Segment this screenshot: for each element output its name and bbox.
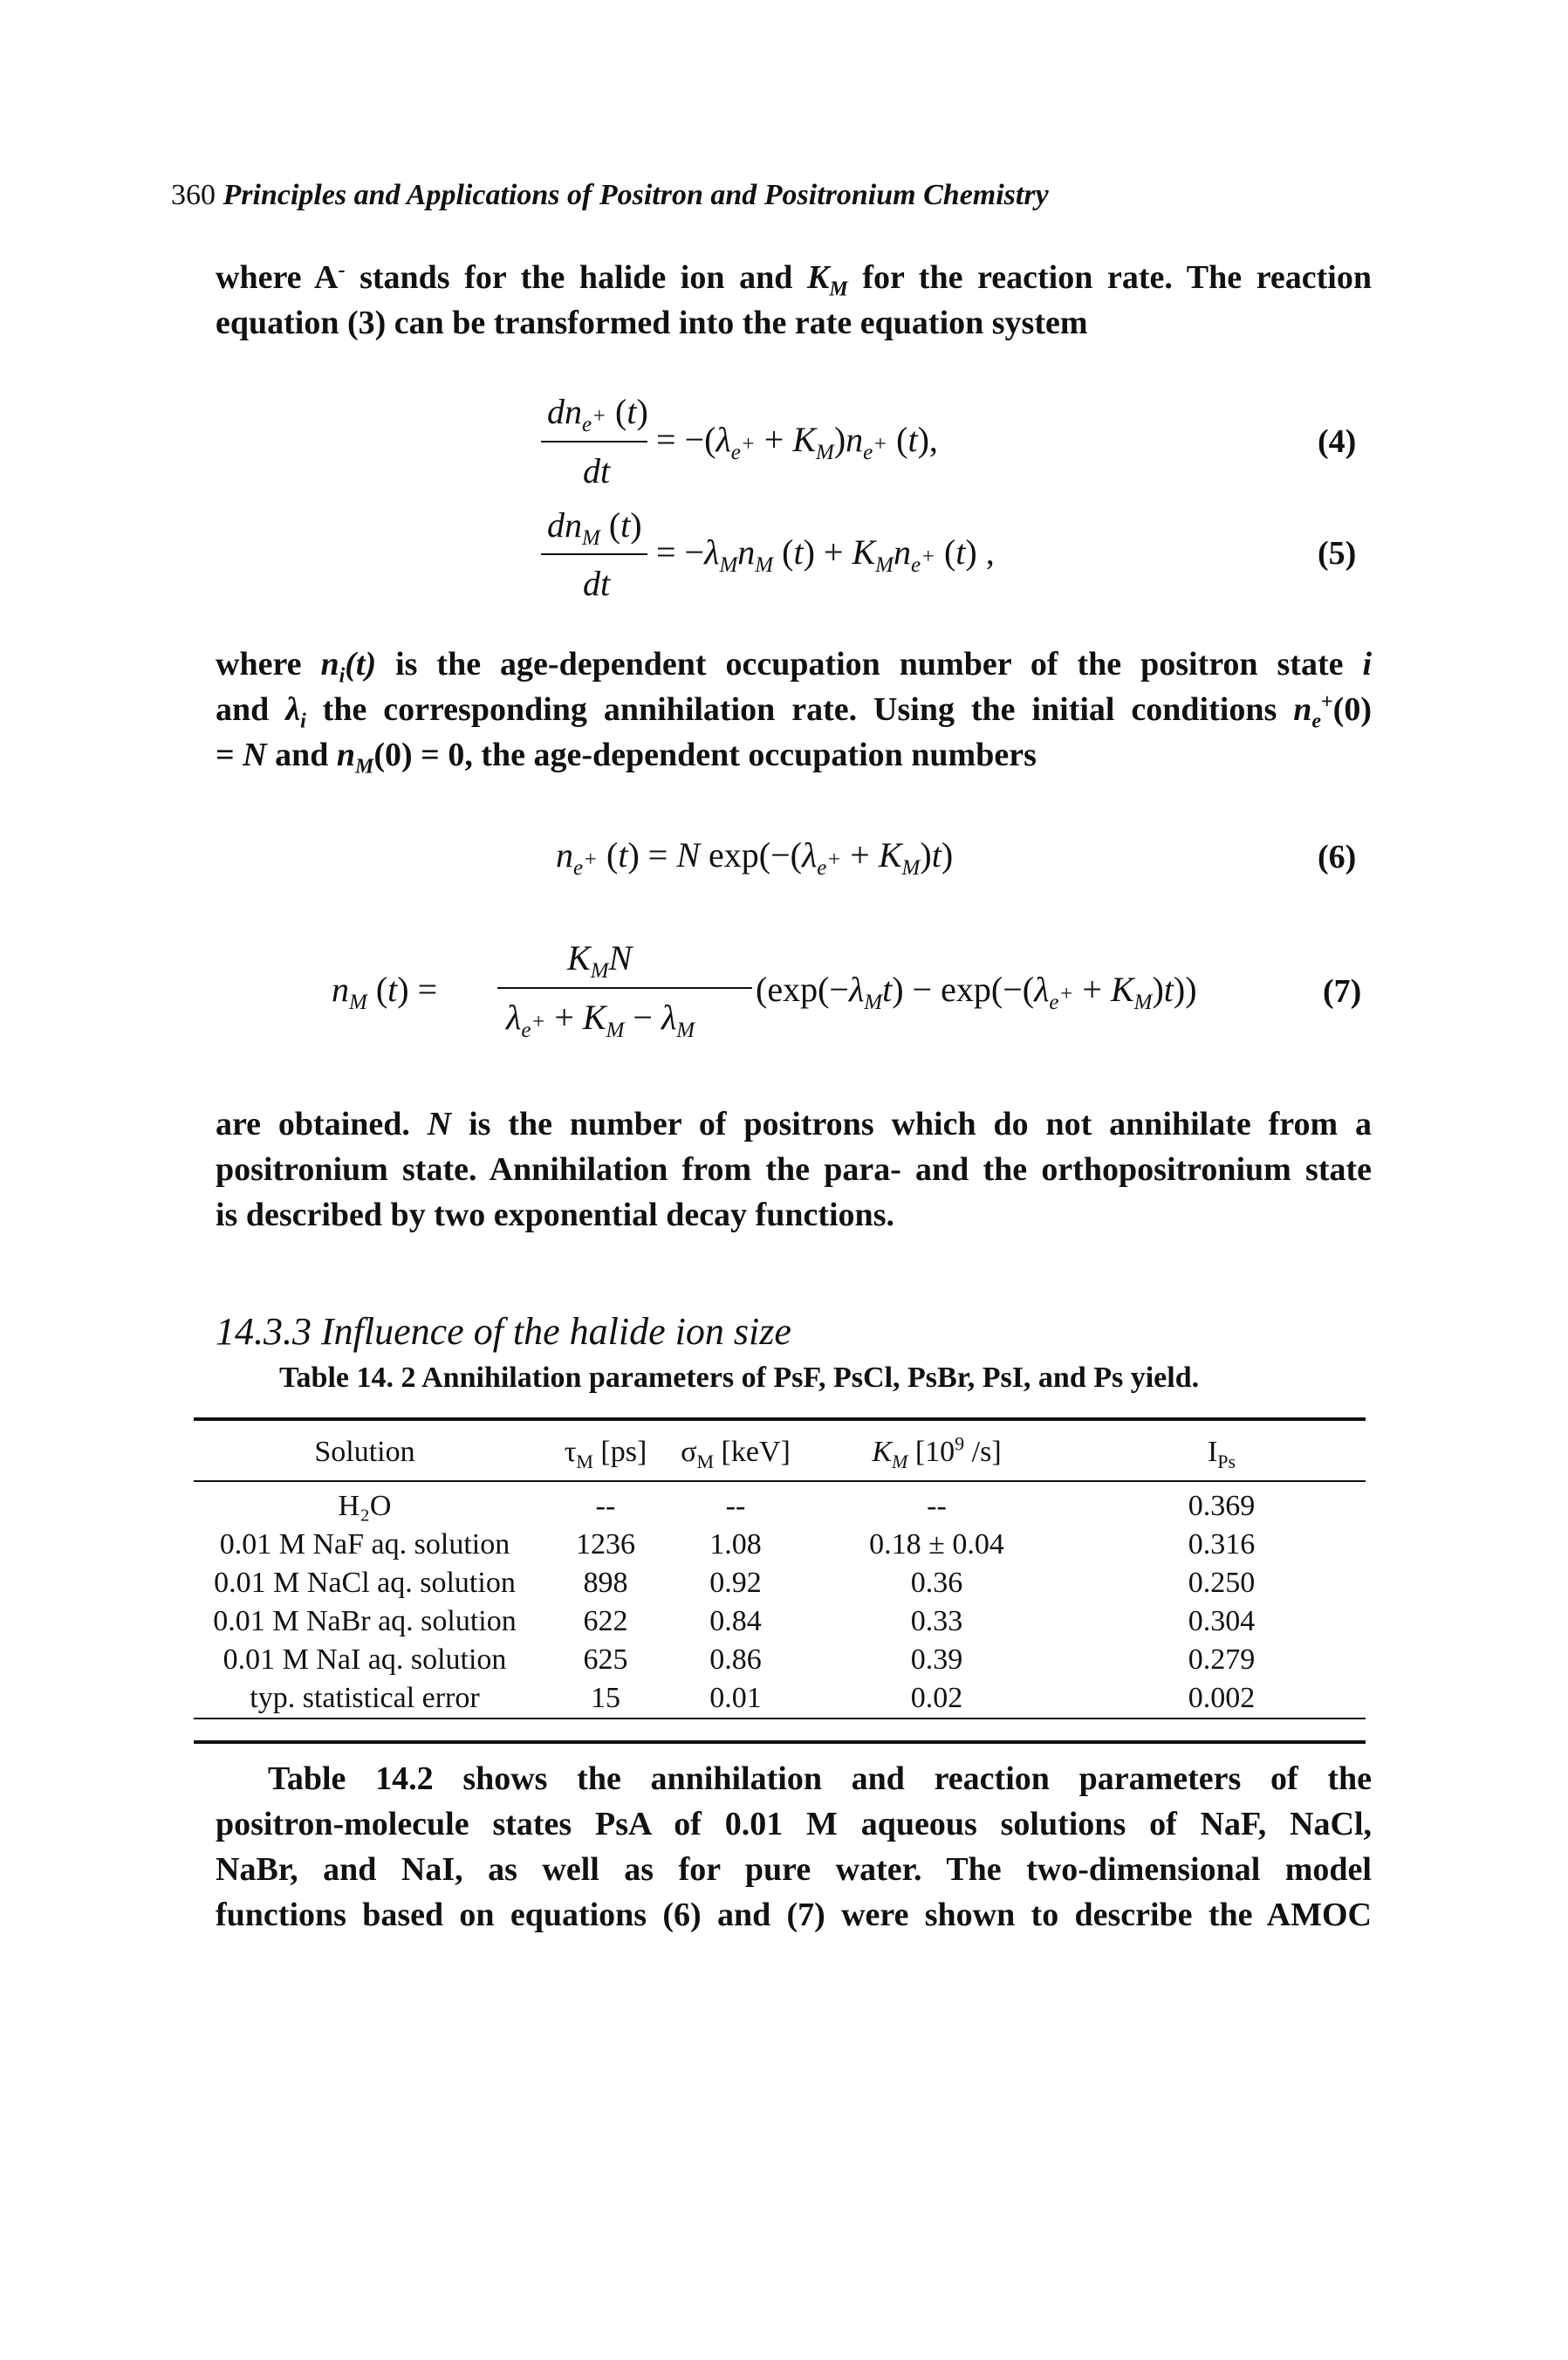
eq7-number: (7) [1323,973,1362,1010]
cell-sigma: 0.86 [709,1643,762,1676]
paragraph-4-line-3: NaBr, and NaI, as well as for pure water… [216,1851,1372,1888]
paragraph-2-line-1: where ni(t) is the age-dependent occupat… [216,646,1373,688]
intro-line-1: where A- stands for the halide ion and K… [216,258,1372,301]
cell-solution: 0.01 M NaF aq. solution [219,1528,510,1561]
cell-ps-yield: 0.279 [1188,1643,1256,1676]
eq4-fraction-bar [541,441,647,442]
cell-reaction-rate: 0.33 [910,1605,963,1637]
paragraph-2-line-2: and λi the corresponding annihilation ra… [216,690,1372,733]
paragraph-4-line-2: positron-molecule states PsA of 0.01 M a… [216,1806,1372,1842]
paragraph-3-line-2: positronium state. Annihilation from the… [216,1151,1372,1188]
annihilation-table: Solution τM [ps] σM [keV] KM [109 /s] IP… [194,1423,1366,1719]
running-head: 360 Principles and Applications of Posit… [171,179,1049,212]
cell-tau: 15 [536,1679,675,1719]
page-number: 360 [171,179,216,211]
cell-reaction-rate: 0.39 [910,1643,963,1676]
eq7-numerator: KMN [567,938,633,983]
eq4-denominator: dt [583,451,611,491]
section-number: 14.3.3 [216,1310,312,1353]
cell-reaction-rate: 0.02 [796,1679,1078,1719]
paragraph-2: where ni(t) is the age-dependent occupat… [216,641,1372,778]
cell-tau: -- [595,1490,616,1522]
eq7-denominator: λe+ + KM − λM [506,998,695,1042]
table-bottom-rule [194,1740,1366,1744]
eq7-lhs: nM (t) = [332,970,438,1014]
table-row: 0.01 M NaF aq. solution 1236 1.08 0.18 ±… [194,1526,1366,1564]
cell-solution: typ. statistical error [194,1679,536,1719]
cell-solution: H₂O [338,1490,392,1522]
cell-reaction-rate: 0.36 [910,1567,963,1599]
cell-sigma: 0.01 [675,1679,796,1719]
eq6-number: (6) [1318,839,1357,875]
cell-sigma: 0.92 [709,1567,762,1599]
eq4-number: (4) [1318,423,1357,460]
eq5-rhs: = −λMnM (t) + KMne+ (t) , [656,532,995,577]
table-row: H₂O -- -- -- 0.369 [194,1482,1366,1526]
paragraph-4-line-1: Table 14.2 shows the annihilation and re… [268,1760,1372,1797]
eq6-body: ne+ (t) = N exp(−(λe+ + KM)t) [556,835,954,880]
table-top-rule [194,1417,1366,1421]
eq7-rhs: (exp(−λMt) − exp(−(λe+ + KM)t)) [756,970,1197,1014]
paragraph-4: Table 14.2 shows the annihilation and re… [216,1756,1372,1938]
eq4-numerator: dne+ (t) [547,392,648,436]
cell-ps-yield: 0.369 [1188,1490,1256,1522]
cell-sigma: -- [725,1490,746,1522]
cell-tau: 625 [583,1643,628,1676]
paragraph-2-line-3: = N and nM(0) = 0, the age-dependent occ… [216,737,1037,779]
paragraph-3-line-1: are obtained. N is the number of positro… [216,1106,1372,1142]
table-header-row: Solution τM [ps] σM [keV] KM [109 /s] IP… [194,1423,1366,1482]
cell-solution: 0.01 M NaCl aq. solution [214,1567,516,1599]
section-title: Influence of the halide ion size [321,1310,791,1353]
cell-tau: 1236 [576,1528,635,1561]
section-heading: 14.3.3 Influence of the halide ion size [216,1309,791,1354]
paragraph-3-line-3: is described by two exponential decay fu… [216,1197,894,1233]
cell-solution: 0.01 M NaI aq. solution [223,1643,507,1676]
header-tau: τM [ps] [564,1436,647,1472]
header-sigma: σM [keV] [681,1436,791,1472]
table-row: 0.01 M NaBr aq. solution 622 0.84 0.33 0… [194,1602,1366,1641]
book-title: Principles and Applications of Positron … [223,179,1049,211]
eq5-numerator: dnM (t) [547,505,642,550]
table-row: 0.01 M NaI aq. solution 625 0.86 0.39 0.… [194,1641,1366,1679]
cell-ps-yield: 0.316 [1188,1528,1256,1561]
cell-reaction-rate: -- [927,1490,947,1522]
table-row: 0.01 M NaCl aq. solution 898 0.92 0.36 0… [194,1564,1366,1602]
header-reaction-rate: KM [109 /s] [872,1432,1002,1472]
table-caption: Table 14. 2 Annihilation parameters of P… [279,1362,1200,1394]
paragraph-4-line-4: functions based on equations (6) and (7)… [216,1897,1372,1933]
cell-sigma: 0.84 [709,1605,762,1637]
table-header-rule [194,1480,1366,1482]
paragraph-3: are obtained. N is the number of positro… [216,1101,1372,1238]
cell-ps-yield: 0.304 [1188,1605,1256,1637]
cell-solution: 0.01 M NaBr aq. solution [213,1605,517,1637]
eq5-denominator: dt [583,564,611,603]
cell-sigma: 1.08 [709,1528,762,1561]
eq4-rhs: = −(λe+ + KM)ne+ (t), [656,420,938,464]
header-solution: Solution [314,1436,415,1468]
eq5-number: (5) [1318,535,1357,572]
header-ps-yield: IPs [1207,1436,1236,1472]
eq5-fraction-bar [541,553,647,555]
cell-tau: 898 [583,1567,628,1599]
cell-tau: 622 [583,1605,628,1637]
intro-paragraph: where A- stands for the halide ion and K… [216,255,1372,346]
cell-ps-yield: 0.002 [1078,1679,1366,1719]
table-row: typ. statistical error 15 0.01 0.02 0.00… [194,1679,1366,1719]
cell-ps-yield: 0.250 [1188,1567,1256,1599]
intro-line-2: equation (3) can be transformed into the… [216,305,1088,341]
cell-reaction-rate: 0.18 ± 0.04 [869,1528,1004,1561]
eq7-fraction-bar [497,987,752,989]
